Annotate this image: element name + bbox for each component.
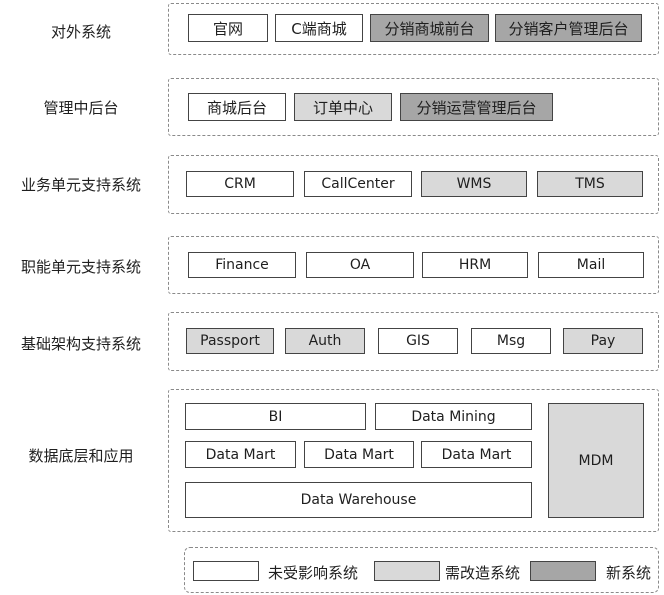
system-box-distribution-customer-admin: 分销客户管理后台 xyxy=(495,14,642,42)
system-box-pay: Pay xyxy=(563,328,643,354)
system-box-bi: BI xyxy=(185,403,366,430)
system-box-oa: OA xyxy=(306,252,414,278)
layer-label-management-backend: 管理中后台 xyxy=(43,99,119,117)
system-box-gis: GIS xyxy=(378,328,458,354)
legend-swatch-unchanged xyxy=(193,561,259,581)
system-box-mdm: MDM xyxy=(548,403,644,518)
system-box-finance: Finance xyxy=(188,252,296,278)
layer-group-management-backend xyxy=(168,78,659,136)
layer-label-functional-support: 职能单元支持系统 xyxy=(20,258,141,276)
system-box-hrm: HRM xyxy=(422,252,528,278)
system-box-c-mall: C端商城 xyxy=(275,14,363,42)
layer-group-business-support xyxy=(168,155,659,214)
system-box-official-site: 官网 xyxy=(188,14,268,42)
layer-group-infrastructure-support xyxy=(168,312,659,371)
layer-label-data-foundation: 数据底层和应用 xyxy=(28,447,134,465)
system-box-tms: TMS xyxy=(537,171,643,197)
system-box-distribution-mall-frontend: 分销商城前台 xyxy=(370,14,489,42)
legend-label-modified: 需改造系统 xyxy=(445,564,521,582)
system-box-wms: WMS xyxy=(421,171,527,197)
system-box-passport: Passport xyxy=(186,328,274,354)
system-box-distribution-operations-admin: 分销运营管理后台 xyxy=(400,93,553,121)
legend xyxy=(184,547,659,593)
system-box-data-warehouse: Data Warehouse xyxy=(185,482,532,518)
layer-label-infrastructure-support: 基础架构支持系统 xyxy=(20,335,141,353)
system-box-mall-backend: 商城后台 xyxy=(188,93,286,121)
layer-label-business-support: 业务单元支持系统 xyxy=(20,176,141,194)
layer-group-data-foundation xyxy=(168,389,659,532)
system-box-order-center: 订单中心 xyxy=(294,93,392,121)
system-box-data-mart: Data Mart xyxy=(421,441,532,468)
system-box-mail: Mail xyxy=(538,252,644,278)
system-box-msg: Msg xyxy=(471,328,551,354)
system-box-crm: CRM xyxy=(186,171,294,197)
legend-label-new: 新系统 xyxy=(606,564,652,582)
system-box-data-mining: Data Mining xyxy=(375,403,532,430)
layer-label-external-systems: 对外系统 xyxy=(50,23,111,41)
system-box-callcenter: CallCenter xyxy=(304,171,412,197)
legend-swatch-modified xyxy=(374,561,440,581)
system-box-data-mart: Data Mart xyxy=(185,441,296,468)
layer-group-functional-support xyxy=(168,236,659,294)
legend-label-unchanged: 未受影响系统 xyxy=(268,564,359,582)
system-box-auth: Auth xyxy=(285,328,365,354)
system-box-data-mart: Data Mart xyxy=(304,441,414,468)
layer-group-external-systems xyxy=(168,3,659,55)
legend-swatch-new xyxy=(530,561,596,581)
